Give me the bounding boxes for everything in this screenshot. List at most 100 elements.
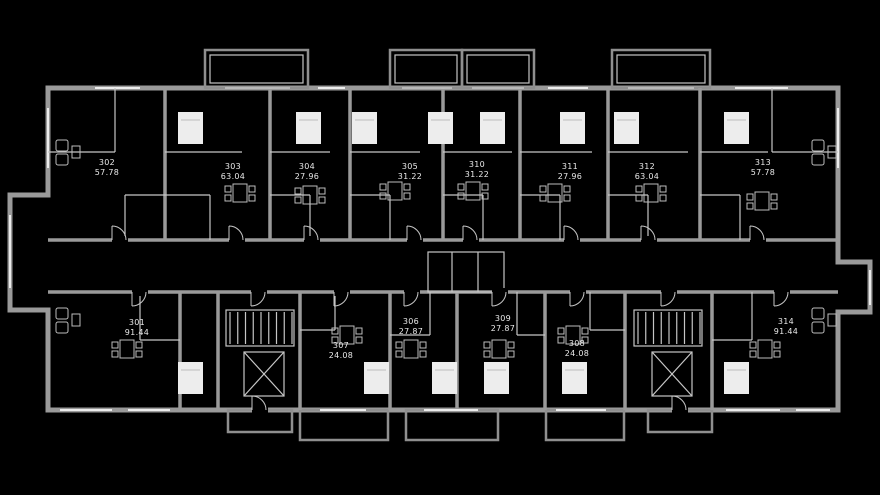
apartment-number: 309 — [494, 314, 512, 323]
dining-table-icon — [339, 325, 355, 345]
armchair-icon — [811, 321, 825, 334]
chair-icon — [224, 194, 232, 202]
bed-icon — [364, 362, 389, 394]
unit-divider-walls — [163, 88, 714, 410]
corridor-walls — [48, 238, 838, 294]
chair-icon — [770, 202, 778, 210]
chair-icon — [659, 194, 667, 202]
chair-icon — [318, 196, 326, 204]
chair-icon — [746, 193, 754, 201]
apartment-number: 307 — [332, 341, 350, 350]
chair-icon — [635, 185, 643, 193]
armchair-icon — [55, 321, 69, 334]
outer-wall — [7, 85, 873, 413]
chair-icon — [248, 194, 256, 202]
chair-icon — [111, 350, 119, 358]
stair-treads — [229, 312, 701, 344]
door-arc-icon — [749, 225, 765, 241]
chair-icon — [563, 185, 571, 193]
apartment-311-label[interactable]: 311 27.96 — [558, 162, 582, 182]
chair-icon — [419, 341, 427, 349]
apartment-302-label[interactable]: 302 57.78 — [95, 158, 119, 178]
door-arc-icon — [569, 291, 585, 307]
apartment-number: 312 — [638, 162, 656, 171]
chair-icon — [331, 327, 339, 335]
chair-icon — [581, 336, 589, 344]
building-outline — [7, 85, 873, 413]
apartment-314-label[interactable]: 314 91.44 — [774, 317, 798, 337]
bed-icon — [296, 112, 321, 144]
apartment-307-label[interactable]: 307 24.08 — [329, 341, 353, 361]
chair-icon — [224, 185, 232, 193]
elevator-icon — [243, 351, 285, 397]
coffee-table-icon — [71, 313, 81, 327]
partitions — [48, 88, 838, 341]
dining-table-icon — [465, 181, 481, 201]
armchair-icon — [55, 307, 69, 320]
door-gap — [672, 406, 688, 414]
apartment-305-label[interactable]: 305 31.22 — [398, 162, 422, 182]
balcony-outline — [544, 408, 626, 442]
dining-table-icon — [565, 325, 581, 345]
bed-icon — [428, 112, 453, 144]
dining-table-icon — [302, 185, 318, 205]
door-gap — [304, 236, 320, 244]
window — [9, 87, 871, 411]
chair-icon — [557, 336, 565, 344]
dining-table-icon — [757, 339, 773, 359]
apartment-313-label[interactable]: 313 57.78 — [751, 158, 775, 178]
chair-icon — [379, 183, 387, 191]
apartment-area: 63.04 — [220, 172, 246, 181]
chair-icon — [403, 183, 411, 191]
door-arc-icon — [251, 395, 267, 411]
apartment-303-label[interactable]: 303 63.04 — [221, 162, 245, 182]
chair-icon — [395, 350, 403, 358]
apartment-number: 301 — [128, 318, 146, 327]
coffee-table-icon — [827, 313, 837, 327]
door-gap — [570, 288, 586, 296]
apartment-area: 91.44 — [124, 328, 150, 337]
apartment-308-label[interactable]: 308 24.08 — [565, 339, 589, 359]
elevator-cross-icon — [651, 351, 693, 397]
chair-icon — [507, 350, 515, 358]
door-arc-icon — [462, 225, 478, 241]
coffee-table-icon — [827, 145, 837, 159]
armchair-icon — [55, 139, 69, 152]
balcony-outline — [610, 48, 712, 90]
apartment-area: 27.87 — [490, 324, 516, 333]
service-shaft — [427, 251, 505, 293]
door-gap — [132, 288, 148, 296]
bed-icon — [480, 112, 505, 144]
apartment-310-label[interactable]: 310 31.22 — [465, 160, 489, 180]
doors — [111, 225, 790, 414]
bed-icon — [614, 112, 639, 144]
door-gap — [334, 288, 350, 296]
apartment-area: 27.87 — [398, 327, 424, 336]
balcony-outline — [404, 408, 500, 442]
armchair-icon — [811, 139, 825, 152]
apartment-312-label[interactable]: 312 63.04 — [635, 162, 659, 182]
coffee-table-icon — [71, 145, 81, 159]
door-gap — [252, 406, 268, 414]
bedroom-partition — [48, 88, 838, 153]
staircase-icon — [633, 309, 703, 347]
apartment-304-label[interactable]: 304 27.96 — [295, 162, 319, 182]
chair-icon — [135, 350, 143, 358]
door-gap — [251, 288, 267, 296]
bathroom-partition — [124, 194, 741, 240]
balcony-railing — [209, 54, 304, 84]
chair-icon — [749, 350, 757, 358]
chair-icon — [773, 350, 781, 358]
dining-table-icon — [119, 339, 135, 359]
apartment-306-label[interactable]: 306 27.87 — [399, 317, 423, 337]
balcony-railing — [394, 54, 458, 84]
dining-table-icon — [403, 339, 419, 359]
apartment-number: 310 — [468, 160, 486, 169]
bed-icon — [724, 112, 749, 144]
bed-icon — [724, 362, 749, 394]
chair-icon — [403, 192, 411, 200]
balcony-outline — [203, 48, 310, 90]
apartment-309-label[interactable]: 309 27.87 — [491, 314, 515, 334]
apartment-301-label[interactable]: 301 91.44 — [125, 318, 149, 338]
